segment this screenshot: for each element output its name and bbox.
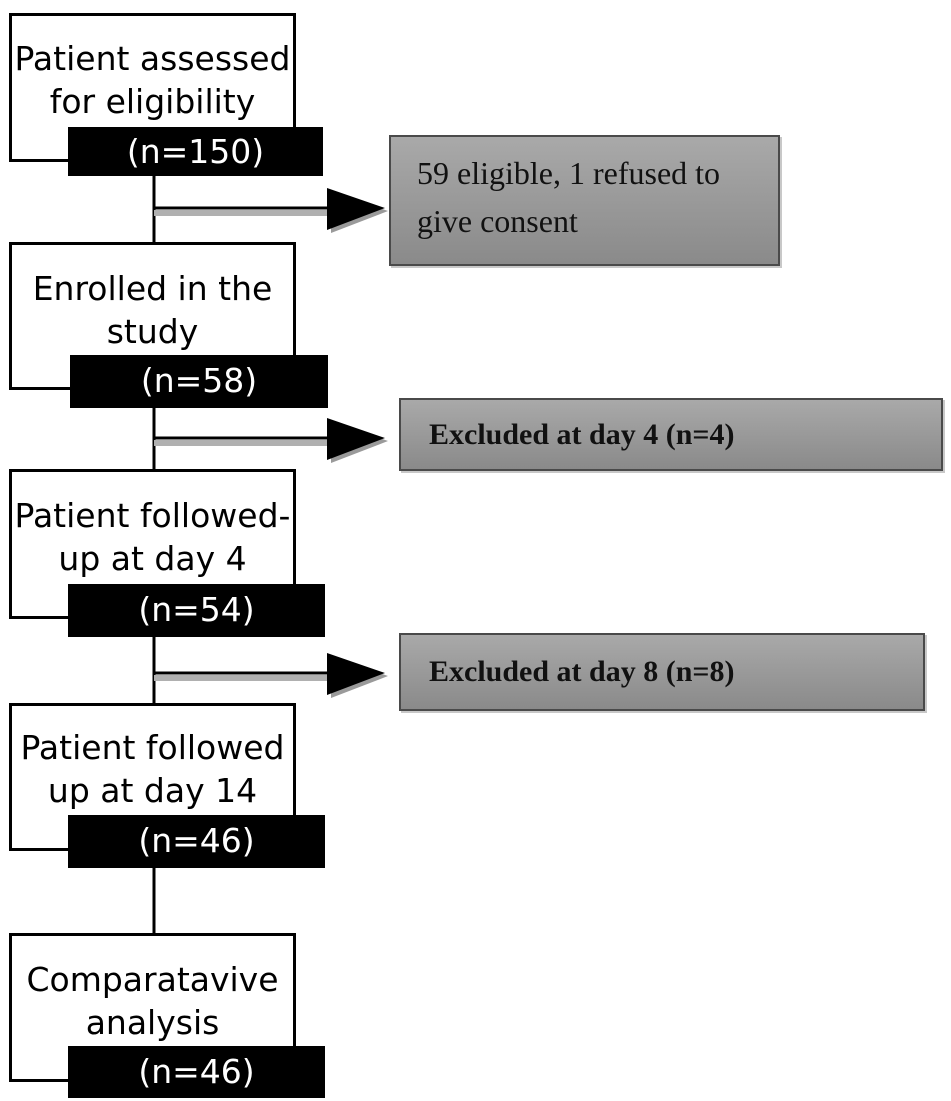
- exclusion-box-day8: Excluded at day 8 (n=8): [399, 633, 925, 711]
- stage-box-enrolled: Enrolled in the study: [9, 242, 296, 390]
- exclusion-arrow-2: [154, 418, 388, 463]
- stage-count-analysis: (n=46): [68, 1046, 325, 1098]
- stage-label-analysis: Comparatavive analysis: [26, 960, 279, 1042]
- stage-label-day4: Patient followed- up at day 4: [14, 496, 291, 578]
- stage-box-assessed: Patient assessed for eligibility: [9, 13, 296, 162]
- stage-count-day14: (n=46): [68, 815, 325, 868]
- exclusion-box-consent: 59 eligible, 1 refused to give consent: [389, 135, 780, 266]
- stage-count-assessed: (n=150): [68, 127, 323, 176]
- stage-count-day4: (n=54): [68, 584, 325, 637]
- exclusion-box-day4: Excluded at day 4 (n=4): [399, 398, 943, 471]
- stage-label-enrolled: Enrolled in the study: [32, 269, 273, 351]
- stage-label-assessed: Patient assessed for eligibility: [14, 39, 291, 121]
- exclusion-arrow-3: [154, 653, 388, 698]
- stage-count-enrolled: (n=58): [70, 355, 328, 408]
- stage-label-day14: Patient followed up at day 14: [20, 728, 285, 810]
- exclusion-arrow-1: [154, 188, 388, 233]
